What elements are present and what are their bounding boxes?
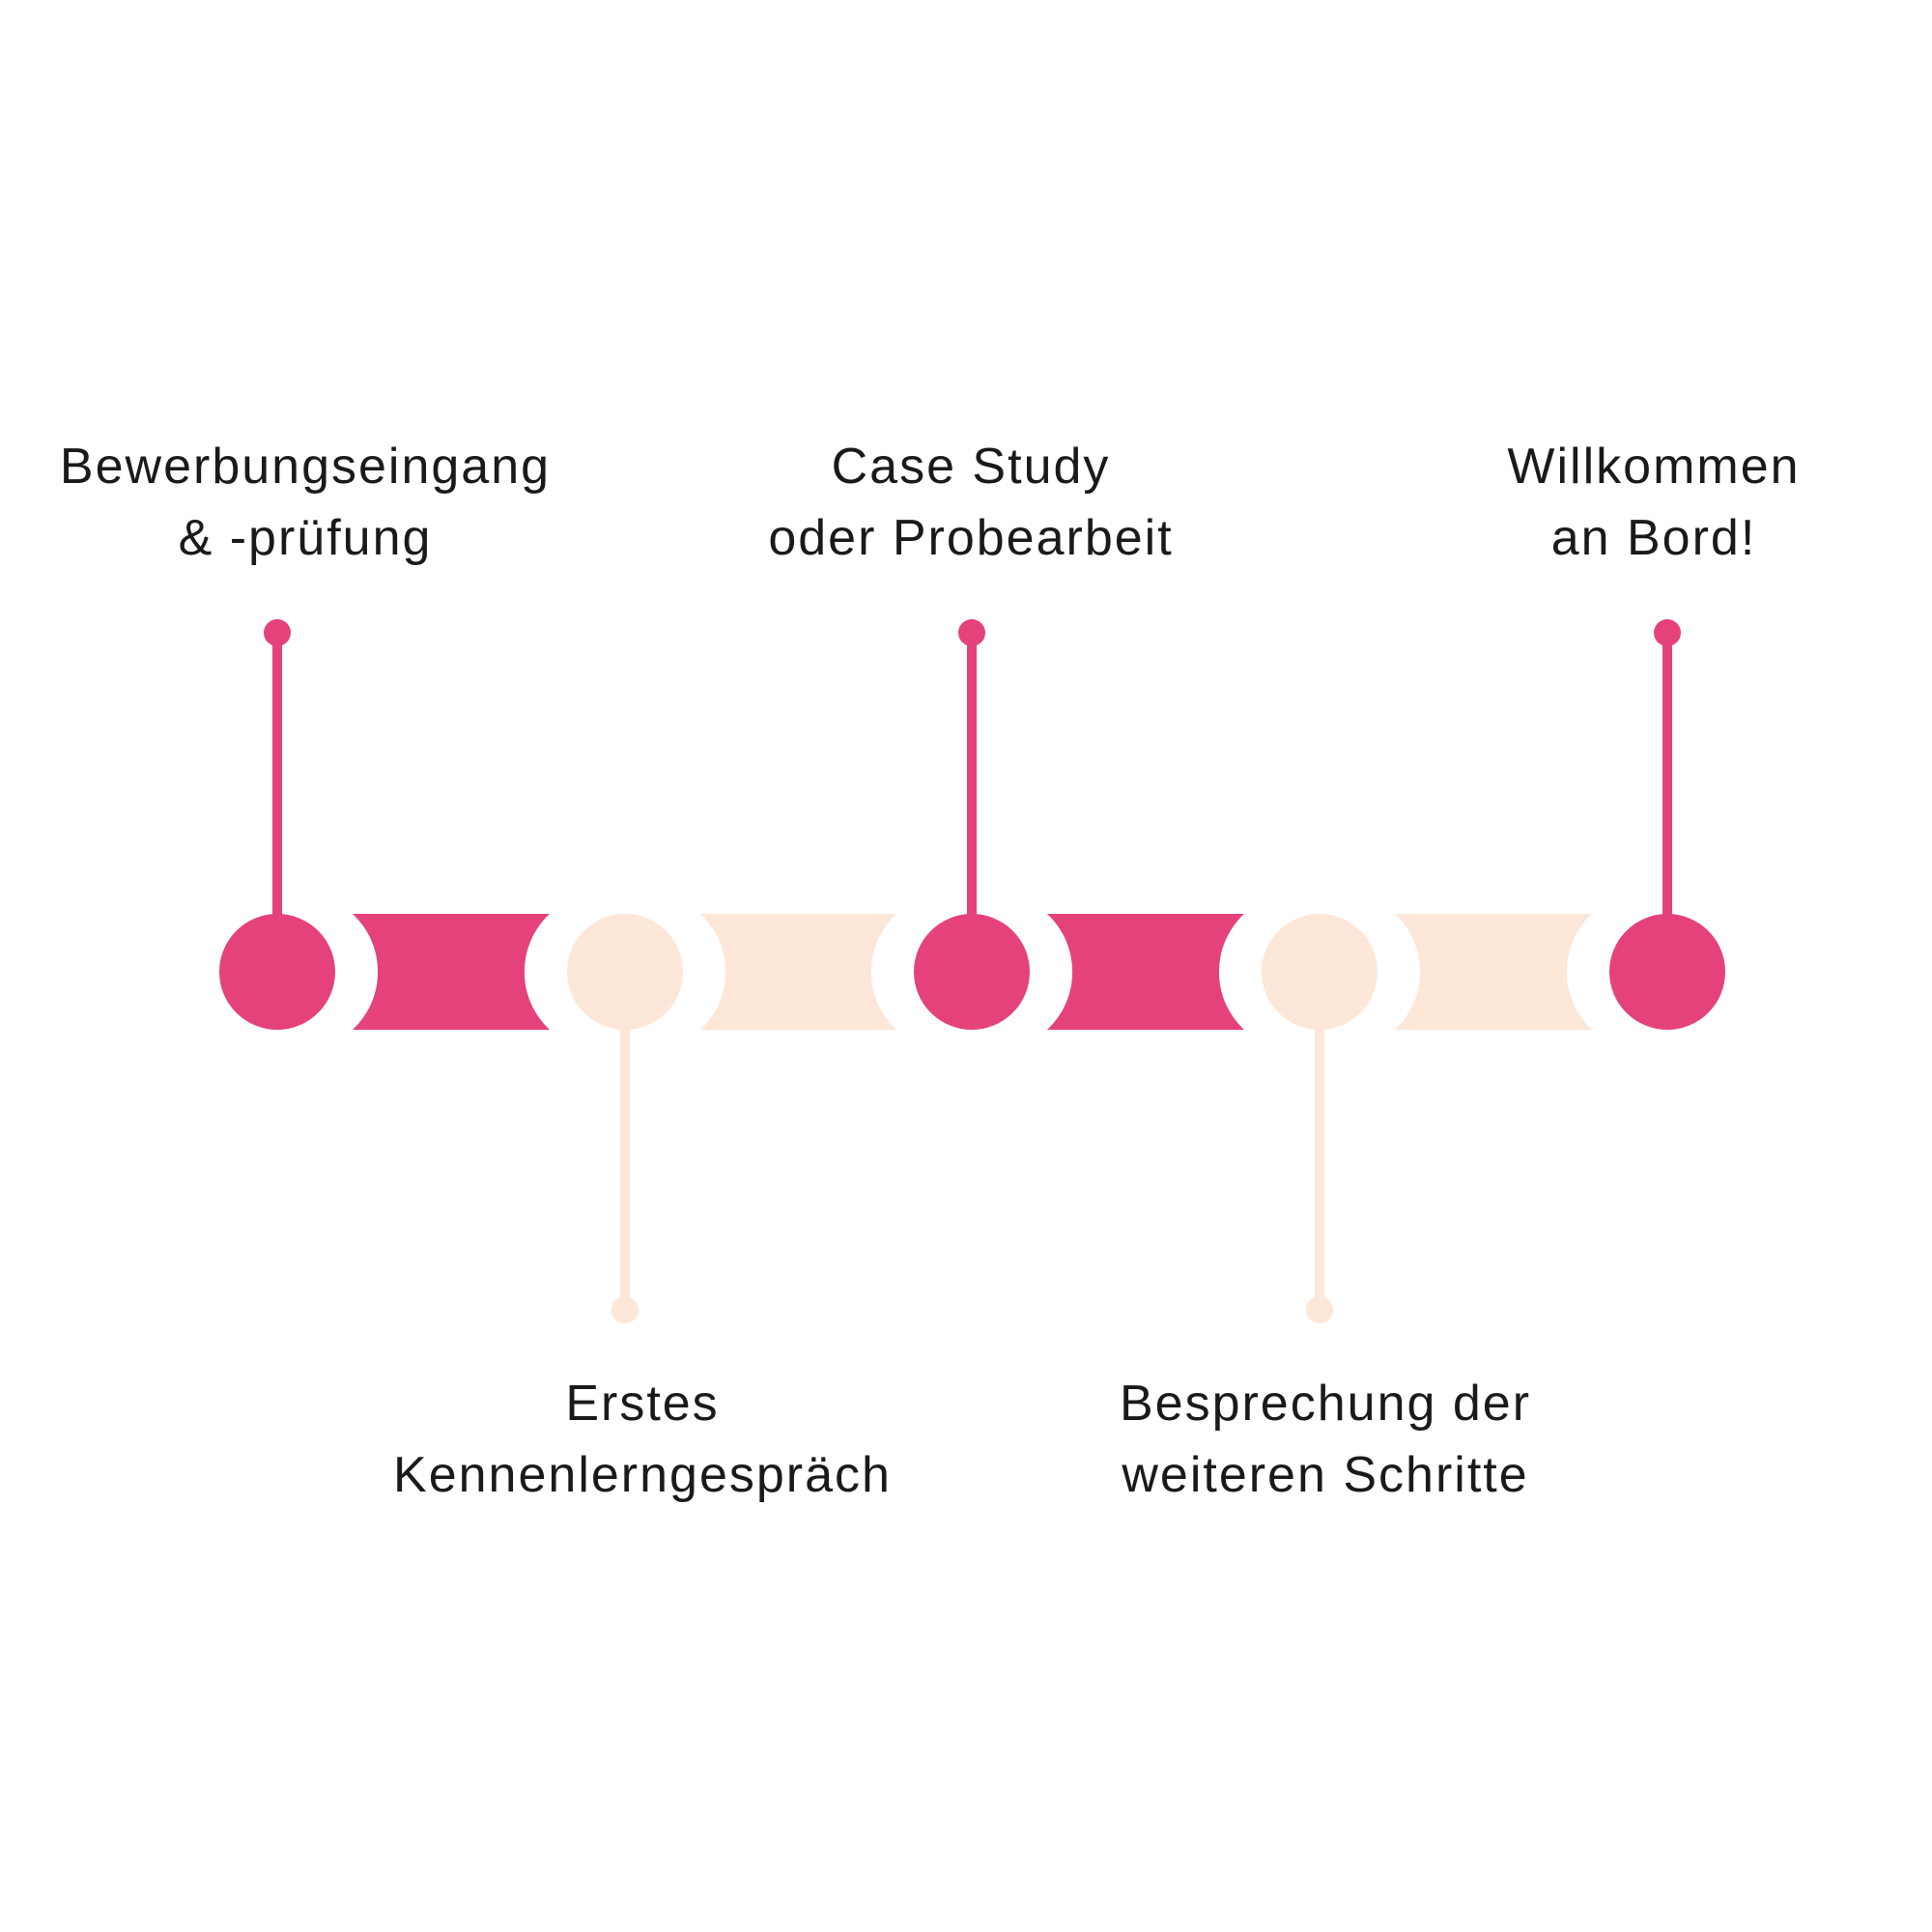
step-label-line: Besprechung der — [1119, 1376, 1532, 1432]
step-label-willkommen: Willkommen an Bord! — [1316, 431, 1932, 574]
timeline-segment — [1047, 914, 1244, 1030]
step-label-line: Kennenlerngespräch — [393, 1447, 892, 1503]
step-circle — [219, 914, 335, 1030]
step-label-bewerbungseingang: Bewerbungseingang & -prüfung — [0, 431, 643, 574]
connector-dot — [1654, 619, 1681, 646]
step-label-line: Willkommen — [1507, 439, 1801, 495]
connector-dot — [611, 1296, 639, 1323]
connector-dot — [264, 619, 291, 646]
step-label-line: Bewerbungseingang — [59, 439, 552, 495]
step-label-besprechung: Besprechung der weiteren Schritte — [987, 1368, 1663, 1511]
step-circle — [1262, 914, 1378, 1030]
step-circle — [1609, 914, 1725, 1030]
step-label-line: oder Probearbeit — [768, 510, 1174, 566]
step-label-line: an Bord! — [1550, 510, 1757, 566]
step-label-case-study: Case Study oder Probearbeit — [633, 431, 1309, 574]
step-label-line: Erstes — [565, 1376, 720, 1432]
step-circle — [567, 914, 683, 1030]
step-circle — [914, 914, 1030, 1030]
step-label-line: Case Study — [831, 439, 1111, 495]
timeline-segment — [353, 914, 550, 1030]
connector-dot — [1306, 1296, 1333, 1323]
step-label-kennenlerngespraech: Erstes Kennenlerngespräch — [304, 1368, 980, 1511]
step-label-line: weiteren Schritte — [1122, 1447, 1529, 1503]
timeline-segment — [1395, 914, 1592, 1030]
connector-dot — [958, 619, 985, 646]
timeline-segment — [700, 914, 896, 1030]
step-label-line: & -prüfung — [178, 510, 433, 566]
